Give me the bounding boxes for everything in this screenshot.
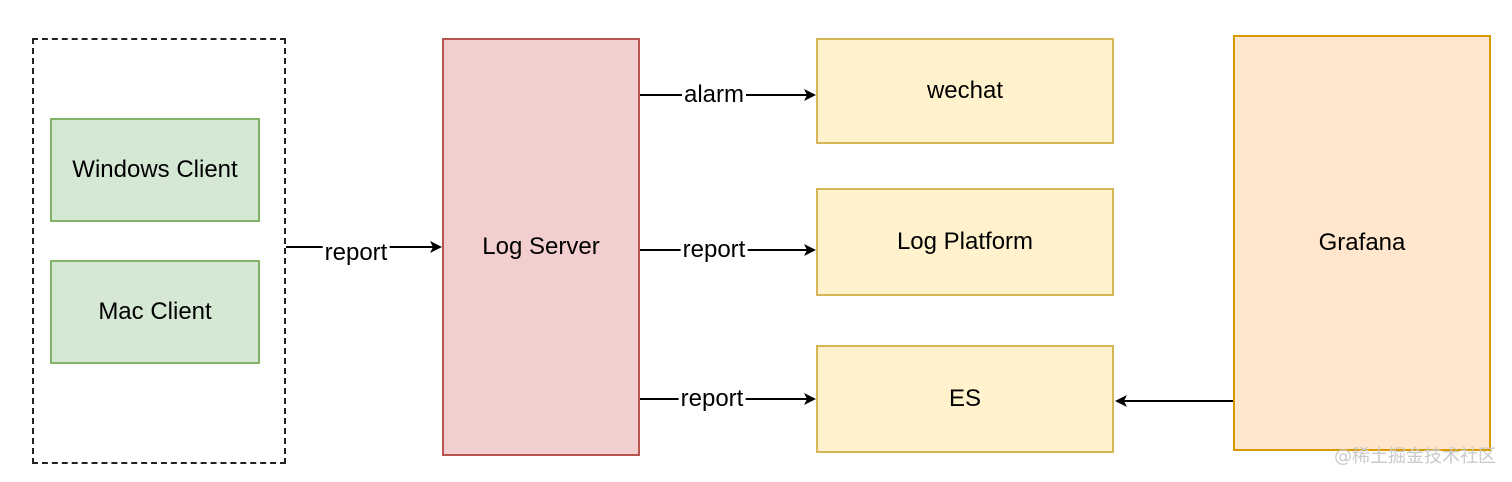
log-server-label: Log Server [482, 233, 600, 260]
log-platform-node[interactable]: Log Platform [816, 188, 1114, 296]
windows-client-label: Windows Client [72, 156, 238, 183]
wechat-node[interactable]: wechat [816, 38, 1114, 144]
mac-client-node[interactable]: Mac Client [50, 260, 260, 364]
edge-label-report-es: report [678, 385, 746, 413]
log-server-node[interactable]: Log Server [442, 38, 640, 456]
edge-label-report-clients: report [322, 239, 390, 267]
windows-client-node[interactable]: Windows Client [50, 118, 260, 222]
log-platform-label: Log Platform [896, 228, 1034, 255]
watermark: @稀土掘金技术社区 [1334, 446, 1496, 467]
wechat-label: wechat [926, 77, 1004, 104]
edge-label-report-platform: report [680, 236, 748, 264]
grafana-label: Grafana [1318, 229, 1406, 256]
grafana-node[interactable]: Grafana [1233, 35, 1491, 451]
mac-client-label: Mac Client [98, 298, 212, 325]
es-node[interactable]: ES [816, 345, 1114, 453]
clients-group [32, 38, 286, 464]
es-label: ES [948, 385, 981, 412]
edge-label-alarm: alarm [681, 81, 747, 109]
